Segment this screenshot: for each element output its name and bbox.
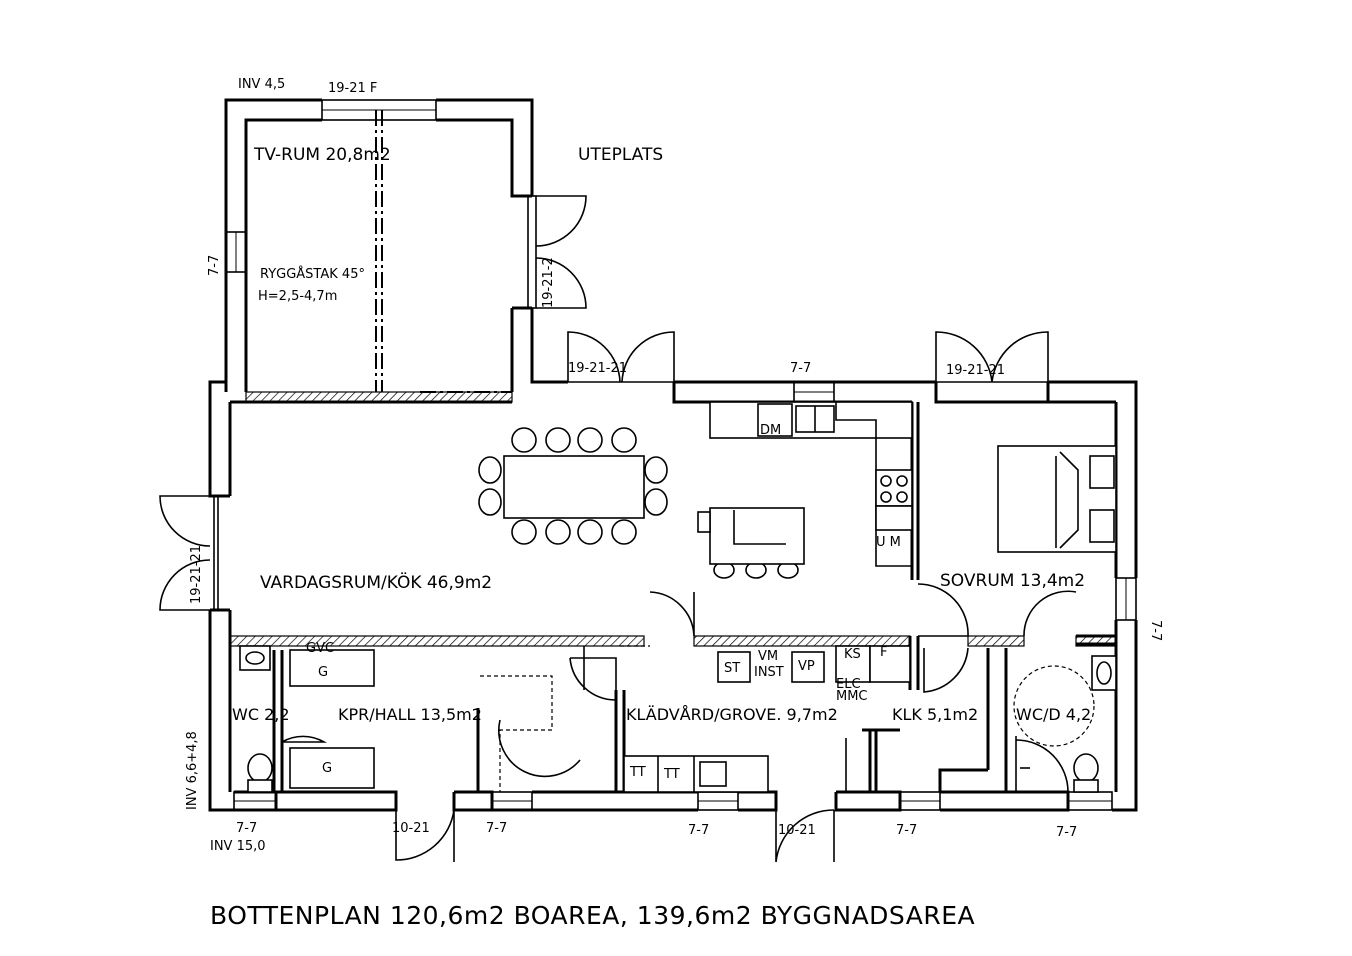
- elc-label: ELC: [836, 677, 861, 692]
- ks-label: KS: [844, 647, 861, 662]
- vp-label: VP: [798, 659, 815, 674]
- dining-chair: [545, 519, 571, 545]
- annotations: INV 4,5 19-21 F 7-7 19-21-2 19-21-21 7-7…: [185, 77, 1163, 854]
- door-left-label: 19-21-21: [189, 545, 204, 604]
- wc-d-label: WC/D 4,2: [1016, 705, 1091, 724]
- tt-1-label: TT: [629, 765, 646, 780]
- ridge-lines: [375, 110, 650, 647]
- tt-2-label: TT: [663, 767, 680, 782]
- kitchen: [697, 401, 913, 567]
- bathroom-fixtures: [239, 645, 1117, 793]
- bed: [997, 445, 1117, 553]
- win-bottom-2-label: 7-7: [486, 821, 507, 836]
- inv-top-label: INV 4,5: [238, 77, 285, 92]
- inv-bottom-label: INV 15,0: [210, 839, 266, 854]
- win-bottom-4-label: 7-7: [896, 823, 917, 838]
- dining-chair: [478, 488, 502, 516]
- win-bottom-5-label: 7-7: [1056, 825, 1077, 840]
- dining-chair: [511, 519, 537, 545]
- dm-label: DM: [760, 423, 781, 438]
- hatched-beams: [229, 391, 1117, 647]
- dining-chair: [511, 427, 537, 453]
- dining-chair: [478, 456, 502, 484]
- door-tv-right-label: 19-21-2: [541, 257, 556, 308]
- g-upper-label: G: [318, 665, 328, 680]
- win-top-label: 19-21 F: [328, 81, 377, 96]
- utility-fixtures: [480, 645, 1030, 793]
- room-labels: TV-RUM 20,8m2 RYGGÅSTAK 45° H=2,5-4,7m U…: [232, 145, 1091, 724]
- vardagsrum-label: VARDAGSRUM/KÖK 46,9m2: [260, 571, 492, 593]
- inv-left-label: INV 6,6+4,8: [185, 731, 200, 810]
- win-bottom-1-label: 7-7: [236, 821, 257, 836]
- mmc-label: MMC: [836, 689, 868, 704]
- exterior-walls: [208, 98, 1138, 812]
- windows: [225, 99, 1137, 811]
- klk-label: KLK 5,1m2: [892, 705, 978, 724]
- tv-rum-label: TV-RUM 20,8m2: [253, 145, 391, 165]
- door-living-top-label: 19-21-21: [568, 361, 627, 376]
- g-lower-label: G: [322, 761, 332, 776]
- kpr-hall-label: KPR/HALL 13,5m2: [338, 705, 482, 724]
- win-bottom-3-label: 7-7: [688, 823, 709, 838]
- gvc-label: GVC: [306, 641, 334, 656]
- win-left-tv-label: 7-7: [207, 255, 222, 276]
- f-label: F: [880, 645, 887, 660]
- wc-label: WC 2,2: [232, 705, 290, 724]
- dining-chair: [611, 519, 637, 545]
- dining-chair: [577, 519, 603, 545]
- door-bottom-1-label: 10-21: [392, 821, 430, 836]
- door-bedroom-label: 19-21-21: [946, 363, 1005, 378]
- win-kitchen-label: 7-7: [790, 361, 811, 376]
- sovrum-label: SOVRUM 13,4m2: [940, 571, 1085, 591]
- dining-set: [478, 427, 799, 579]
- dining-chair: [644, 488, 668, 516]
- dining-chair: [577, 427, 603, 453]
- door-bottom-2-label: 10-21: [778, 823, 816, 838]
- st-label: ST: [724, 661, 740, 676]
- um-label: U M: [876, 535, 901, 550]
- kladvard-label: KLÄDVÅRD/GROVE. 9,7m2: [626, 705, 838, 724]
- vm-label: VM: [758, 649, 778, 664]
- dining-chair: [545, 427, 571, 453]
- ryggastak-label: RYGGÅSTAK 45°: [260, 266, 365, 282]
- fixture-labels: DM U M GVC G G ST VM INST VP KS F ELC MM…: [306, 423, 901, 782]
- inst-label: INST: [754, 665, 784, 680]
- win-bedroom-label: 7-7: [1148, 620, 1163, 641]
- height-label: H=2,5-4,7m: [258, 289, 337, 304]
- doors: [159, 195, 1077, 863]
- dining-chair: [611, 427, 637, 453]
- plan-caption: BOTTENPLAN 120,6m2 BOAREA, 139,6m2 BYGGN…: [210, 901, 975, 930]
- uteplats-label: UTEPLATS: [578, 145, 663, 165]
- dining-chair: [644, 456, 668, 484]
